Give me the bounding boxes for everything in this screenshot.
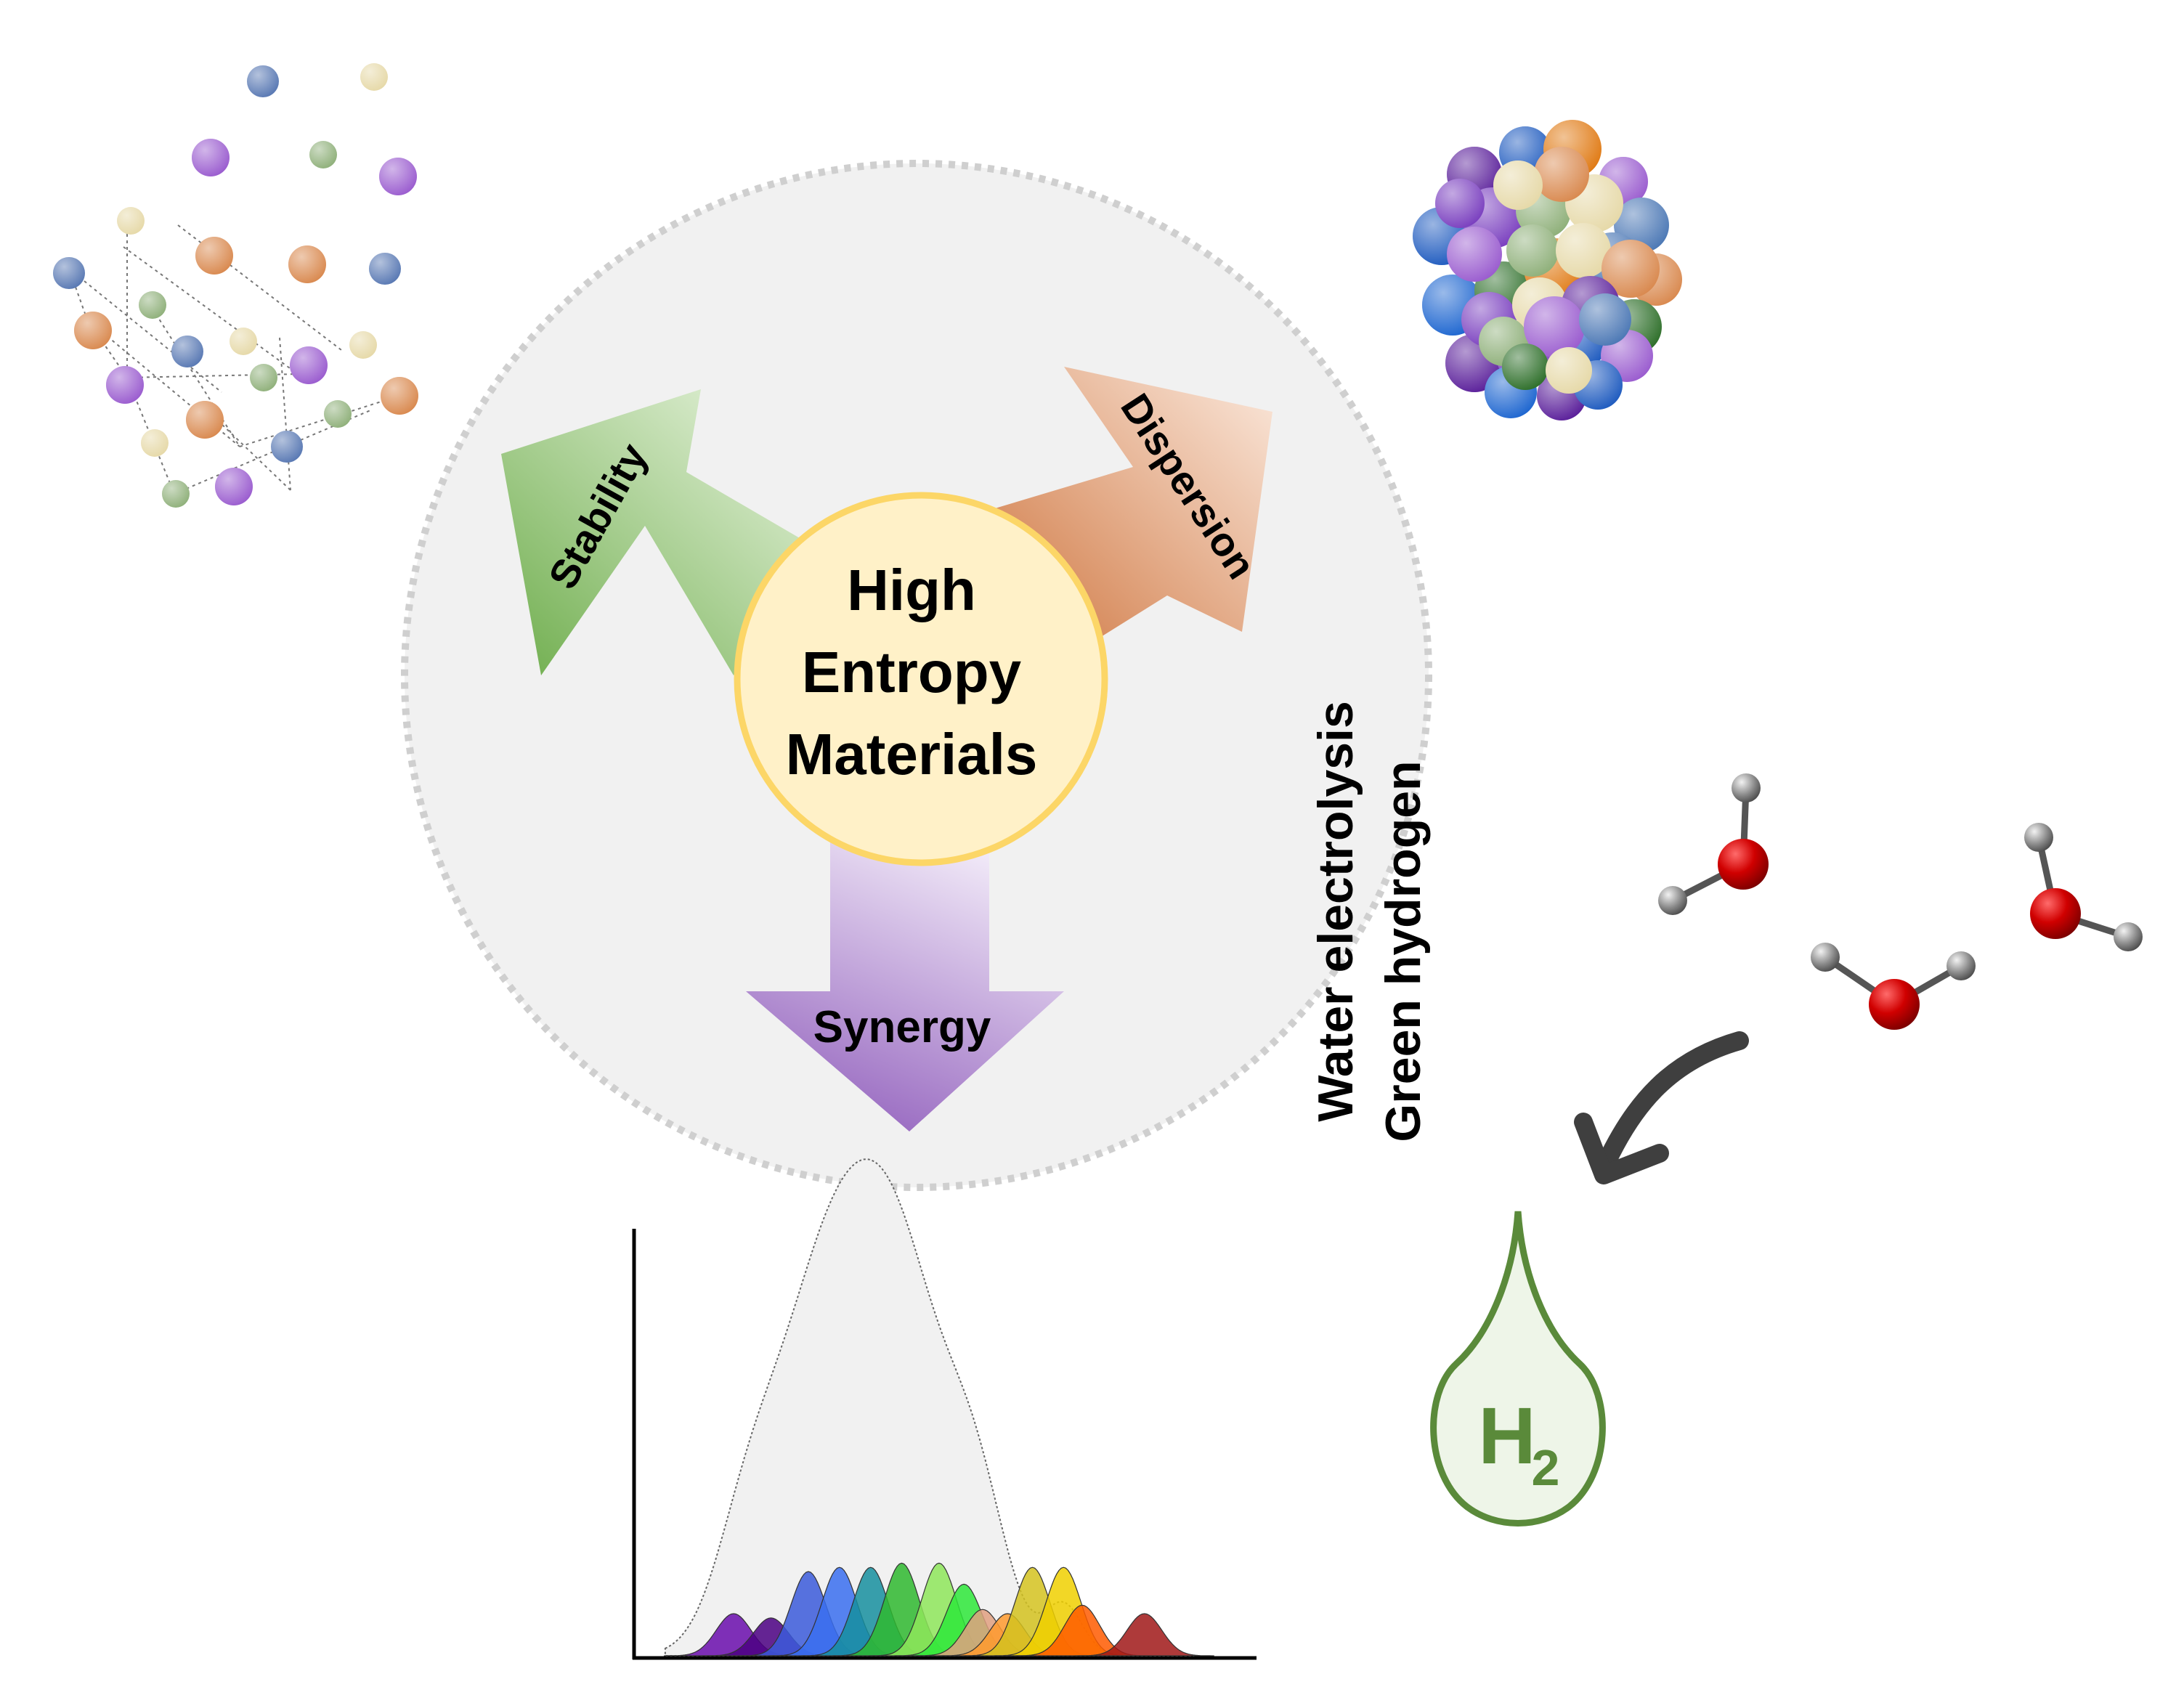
curved-arrow-icon	[1574, 1031, 1749, 1184]
hydrogen-symbol: H	[1478, 1391, 1535, 1481]
core-label-line3: Materials	[786, 722, 1038, 786]
chart-peak	[1074, 1613, 1214, 1657]
distribution-chart	[632, 1158, 1257, 1660]
nanoparticle-cluster-icon	[1413, 120, 1682, 420]
stability-arrow	[501, 389, 805, 675]
application-line2: Green hydrogen	[1376, 760, 1431, 1142]
water-molecule-2	[1811, 943, 1976, 1030]
hydrogen-droplet-icon: H 2	[1430, 1211, 1606, 1527]
chart-envelope	[664, 1158, 1195, 1657]
crystal-lattice-icon	[53, 63, 418, 508]
core-label-line2: Entropy	[802, 640, 1022, 704]
hydrogen-subscript: 2	[1532, 1439, 1560, 1496]
water-molecule-icon	[1658, 773, 2143, 1030]
water-molecule-3	[2024, 823, 2143, 951]
high-entropy-core	[734, 492, 1108, 866]
synergy-arrow	[746, 799, 1064, 1131]
core-label-line1: High	[847, 558, 976, 622]
water-molecule-1	[1658, 773, 1769, 915]
application-line1: Water electrolysis	[1308, 701, 1363, 1122]
synergy-label: Synergy	[813, 1002, 991, 1052]
